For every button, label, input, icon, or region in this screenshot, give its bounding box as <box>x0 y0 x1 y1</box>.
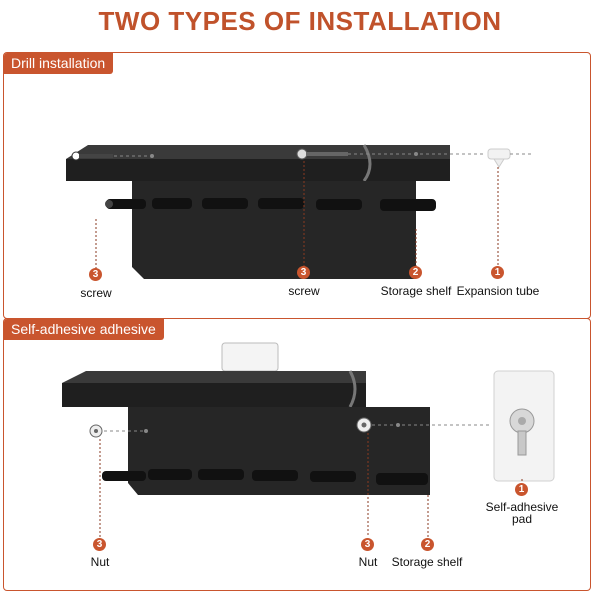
callout-label-nut: Nut <box>90 555 110 569</box>
page-title: TWO TYPES OF INSTALLATION <box>98 6 502 36</box>
callout-badge: 2 <box>409 266 422 279</box>
callout-badge: 3 <box>297 266 310 279</box>
callout-label-nut: Nut <box>358 555 378 569</box>
self-adhesive-illustration <box>62 342 555 537</box>
callout-badge: 3 <box>89 268 102 281</box>
callout-label-storage-shelf: Storage shelf <box>380 284 452 298</box>
callout-label-self-adhesive-pad: Self-adhesive pad <box>485 500 559 526</box>
self-adhesive-panel: Self-adhesive adhesive 3 Nut 3 Nut 2 Sto… <box>3 318 591 591</box>
callout-label-screw: screw <box>80 286 112 300</box>
nut-left-icon <box>89 424 103 438</box>
callout-badge: 2 <box>421 538 434 551</box>
expansion-tube-icon <box>487 148 511 168</box>
self-adhesive-pad-icon <box>493 370 555 482</box>
callout-label-storage-shelf: Storage shelf <box>391 555 463 569</box>
nut-right-icon <box>356 417 372 433</box>
callout-label-expansion-tube: Expansion tube <box>456 284 540 298</box>
screw-right-icon <box>296 148 348 160</box>
callout-badge: 3 <box>93 538 106 551</box>
screw-left-icon <box>71 151 113 161</box>
drill-installation-illustration <box>66 144 534 279</box>
drill-installation-panel: Drill installation 3 screw 3 screw 2 Sto… <box>3 52 591 319</box>
callout-badge: 3 <box>361 538 374 551</box>
drill-installation-tag: Drill installation <box>4 53 114 74</box>
callout-badge: 1 <box>515 483 528 496</box>
callout-badge: 1 <box>491 266 504 279</box>
self-adhesive-tag: Self-adhesive adhesive <box>4 319 164 340</box>
callout-label-screw: screw <box>288 284 320 298</box>
